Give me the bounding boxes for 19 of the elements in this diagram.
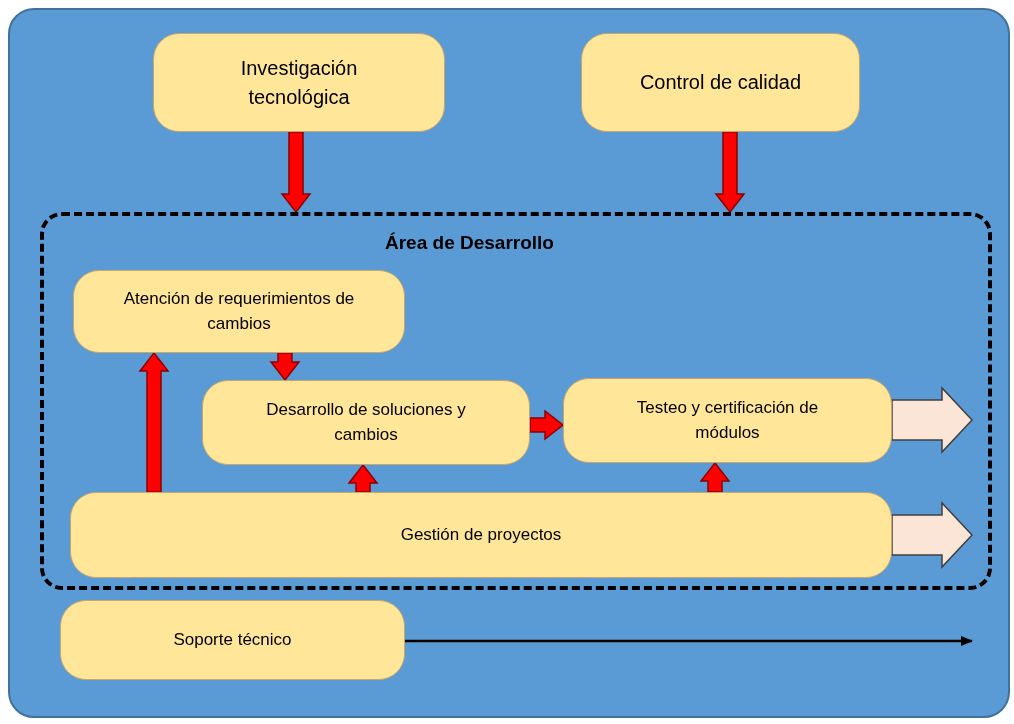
block-arrow — [891, 501, 974, 569]
block-arrow — [280, 131, 312, 214]
process-box: Desarrollo de soluciones y cambios — [202, 380, 530, 465]
block-arrow — [529, 409, 565, 441]
process-box: Investigación tecnológica — [153, 33, 445, 132]
process-box: Gestión de proyectos — [70, 492, 892, 578]
block-arrow — [699, 461, 731, 493]
arrow — [405, 636, 973, 646]
block-arrow — [269, 352, 301, 382]
block-arrow — [714, 131, 746, 214]
block-arrow — [891, 386, 974, 454]
group-title: Área de Desarrollo — [385, 232, 554, 254]
block-arrow — [347, 463, 379, 493]
process-box: Soporte técnico — [60, 600, 405, 680]
process-box: Testeo y certificación de módulos — [563, 378, 892, 463]
dashed-group-area — [40, 212, 992, 590]
process-box: Control de calidad — [581, 33, 860, 132]
process-box: Atención de requerimientos de cambios — [73, 270, 405, 353]
block-arrow — [138, 351, 170, 493]
